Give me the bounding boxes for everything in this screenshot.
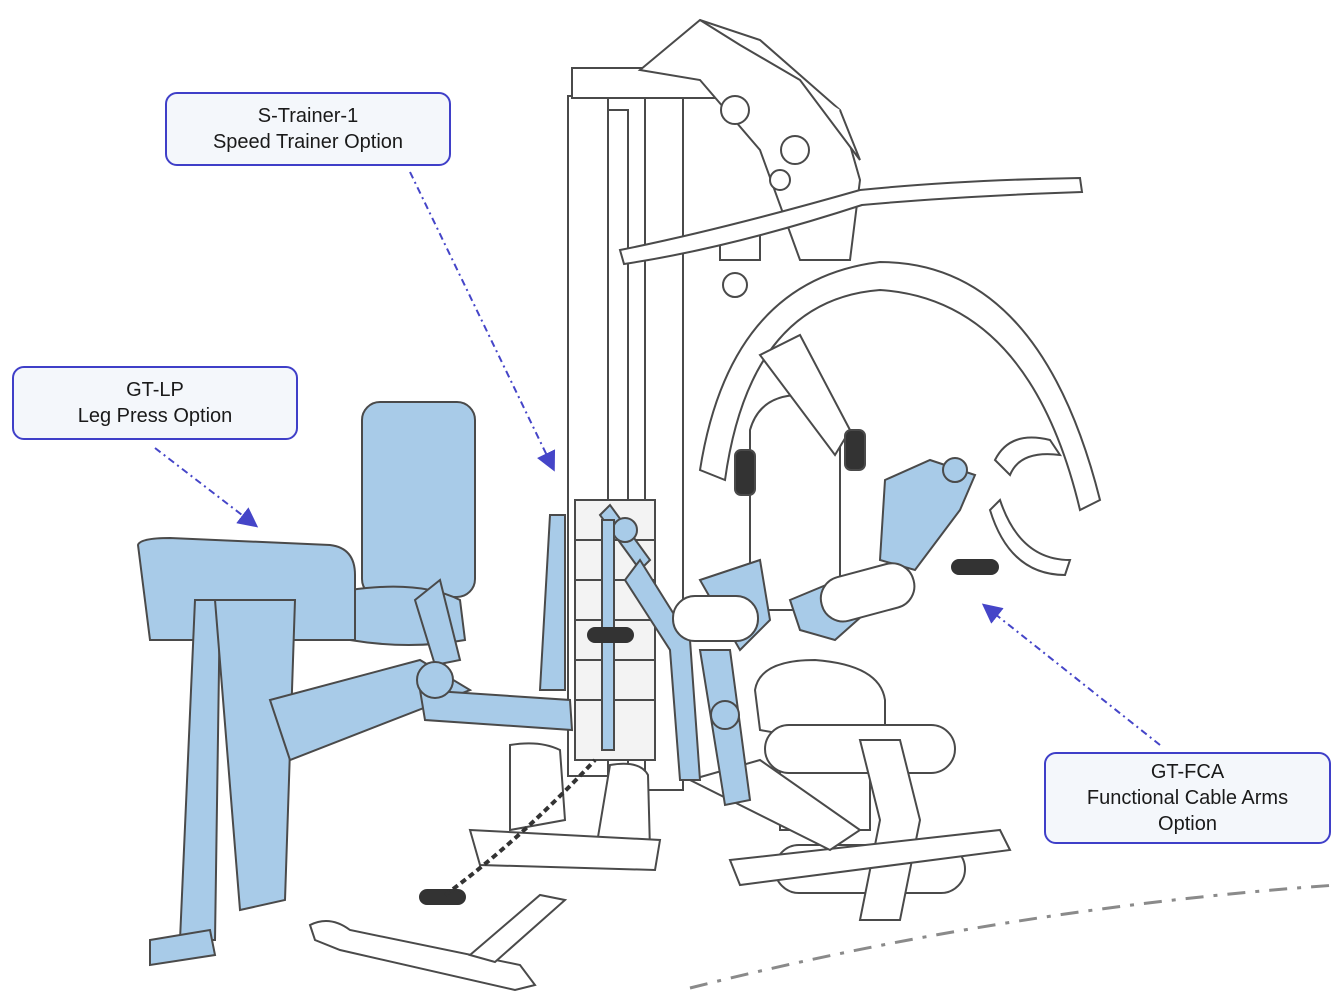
speed-trainer-code: S-Trainer-1 xyxy=(257,105,359,127)
leg-press-option xyxy=(136,401,574,967)
speed-trainer-callout: S-Trainer-1 Speed Trainer Option xyxy=(165,92,451,166)
speed-trainer-option xyxy=(538,503,702,781)
leader-arrows xyxy=(154,171,1161,746)
cable-arms-leader xyxy=(981,603,1161,746)
handles xyxy=(419,559,999,905)
cable-arms-code: GT-FCA xyxy=(1150,761,1225,783)
leg-press-leader xyxy=(154,447,259,528)
leg-press-description: Leg Press Option xyxy=(77,405,233,427)
cable-arms-description: Functional Cable Arms xyxy=(1086,787,1289,809)
foot-plates xyxy=(468,742,662,872)
cable-arms-description-2: Option xyxy=(1158,813,1217,835)
cable-arms-callout: GT-FCA Functional Cable Arms Option xyxy=(1044,752,1331,844)
chain xyxy=(443,758,597,897)
upper-back-pad xyxy=(734,333,866,611)
leg-press-code: GT-LP xyxy=(126,379,184,401)
press-arm-arch xyxy=(698,260,1102,577)
leg-press-callout: GT-LP Leg Press Option xyxy=(12,366,298,440)
speed-trainer-description: Speed Trainer Option xyxy=(212,131,404,153)
boundary-curve xyxy=(689,883,1337,990)
lat-bar xyxy=(618,176,1084,266)
arm-pads xyxy=(672,562,916,642)
accessory-bars xyxy=(308,893,568,992)
speed-trainer-leader xyxy=(409,171,556,472)
